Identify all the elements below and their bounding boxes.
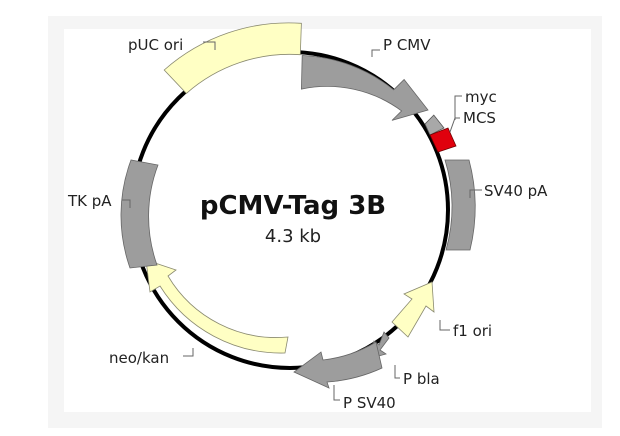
leader-tk-pa [122,199,131,208]
leader-p-sv40 [333,385,340,401]
feature-p-sv40 [293,341,383,389]
feature-mcs [429,127,457,153]
feature-neo-kan [145,259,289,354]
feature-p-cmv [300,55,429,121]
feature-f1-ori [391,281,435,338]
leader-sv40-pa [469,189,482,198]
leader-p-bla [394,365,400,379]
feature-puc-ori [163,22,302,94]
canvas-background [64,29,591,412]
label-p-bla: P bla [403,370,440,388]
leader-f1-ori [439,320,450,331]
leader-neo-kan [183,348,194,357]
leader-p-cmv [371,49,380,57]
leader-myc [454,95,462,120]
label-p-cmv: P CMV [383,36,431,54]
label-myc: myc [465,88,497,106]
feature-tk-pa [120,159,159,269]
plasmid-name: pCMV-Tag 3B [200,191,386,221]
label-sv40-pa: SV40 pA [484,182,548,200]
feature-sv40-pa [444,159,476,251]
plasmid-size: 4.3 kb [265,226,321,247]
leader-puc-ori [203,41,216,50]
label-mcs: MCS [463,109,496,127]
label-p-sv40: P SV40 [343,394,396,412]
label-f1-ori: f1 ori [453,322,492,340]
label-puc-ori: pUC ori [128,36,183,54]
label-tk-pa: TK pA [67,192,112,210]
leader-mcs [449,117,460,133]
label-neo-kan: neo/kan [109,349,169,367]
